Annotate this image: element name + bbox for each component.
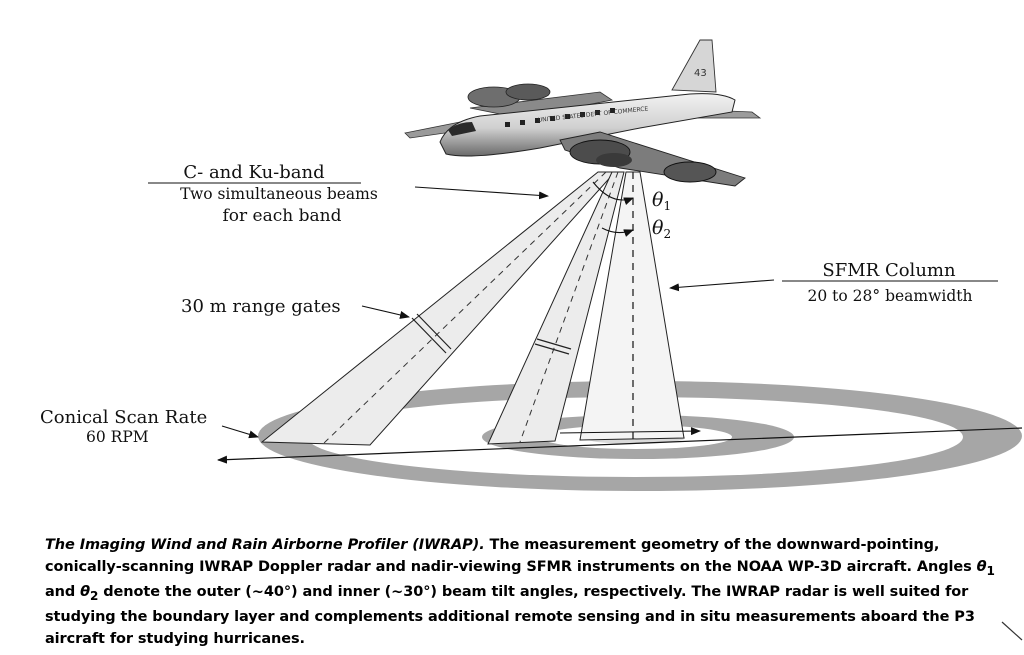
band-arrow: [414, 186, 549, 200]
noaa-wp3d-aircraft: 43 UNITED STATES DEPT OF COMMERCE: [404, 39, 762, 187]
range-gate-inner: [536, 338, 572, 350]
band-line2: for each band: [223, 206, 342, 226]
caption-title: The Imaging Wind and Rain Airborne Profi…: [45, 537, 485, 553]
band-title: C- and Ku-band: [183, 162, 324, 183]
range-gates-arrow: [361, 305, 410, 319]
band-line1: Two simultaneous beams: [180, 185, 378, 203]
inner-scan-arrow: [559, 427, 701, 436]
sfmr-column: [579, 171, 685, 441]
sfmr-beamwidth: 20 to 28° beamwidth: [808, 287, 973, 305]
range-gate-outer: [411, 317, 447, 354]
theta1-arc: [592, 181, 634, 205]
sfmr-title: SFMR Column: [822, 260, 956, 281]
scan-rate-title: Conical Scan Rate: [40, 407, 207, 428]
range-gates-label: 30 m range gates: [181, 296, 341, 317]
scan-rate-value: 60 RPM: [86, 428, 149, 446]
scan-rate-arrow: [221, 425, 259, 439]
theta2-arc: [601, 227, 634, 237]
corner-mark: [1001, 621, 1023, 641]
theta2-label: θ2: [652, 217, 671, 241]
theta1-label: θ1: [652, 189, 671, 213]
sfmr-arrow: [669, 279, 775, 292]
flight-track-line: [217, 427, 1023, 464]
tail-number: 43: [694, 68, 707, 79]
outer-beam: [260, 171, 617, 446]
belly-radome: [596, 153, 632, 167]
inner-beam: [487, 171, 625, 445]
figure-caption: The Imaging Wind and Rain Airborne Profi…: [45, 537, 995, 647]
